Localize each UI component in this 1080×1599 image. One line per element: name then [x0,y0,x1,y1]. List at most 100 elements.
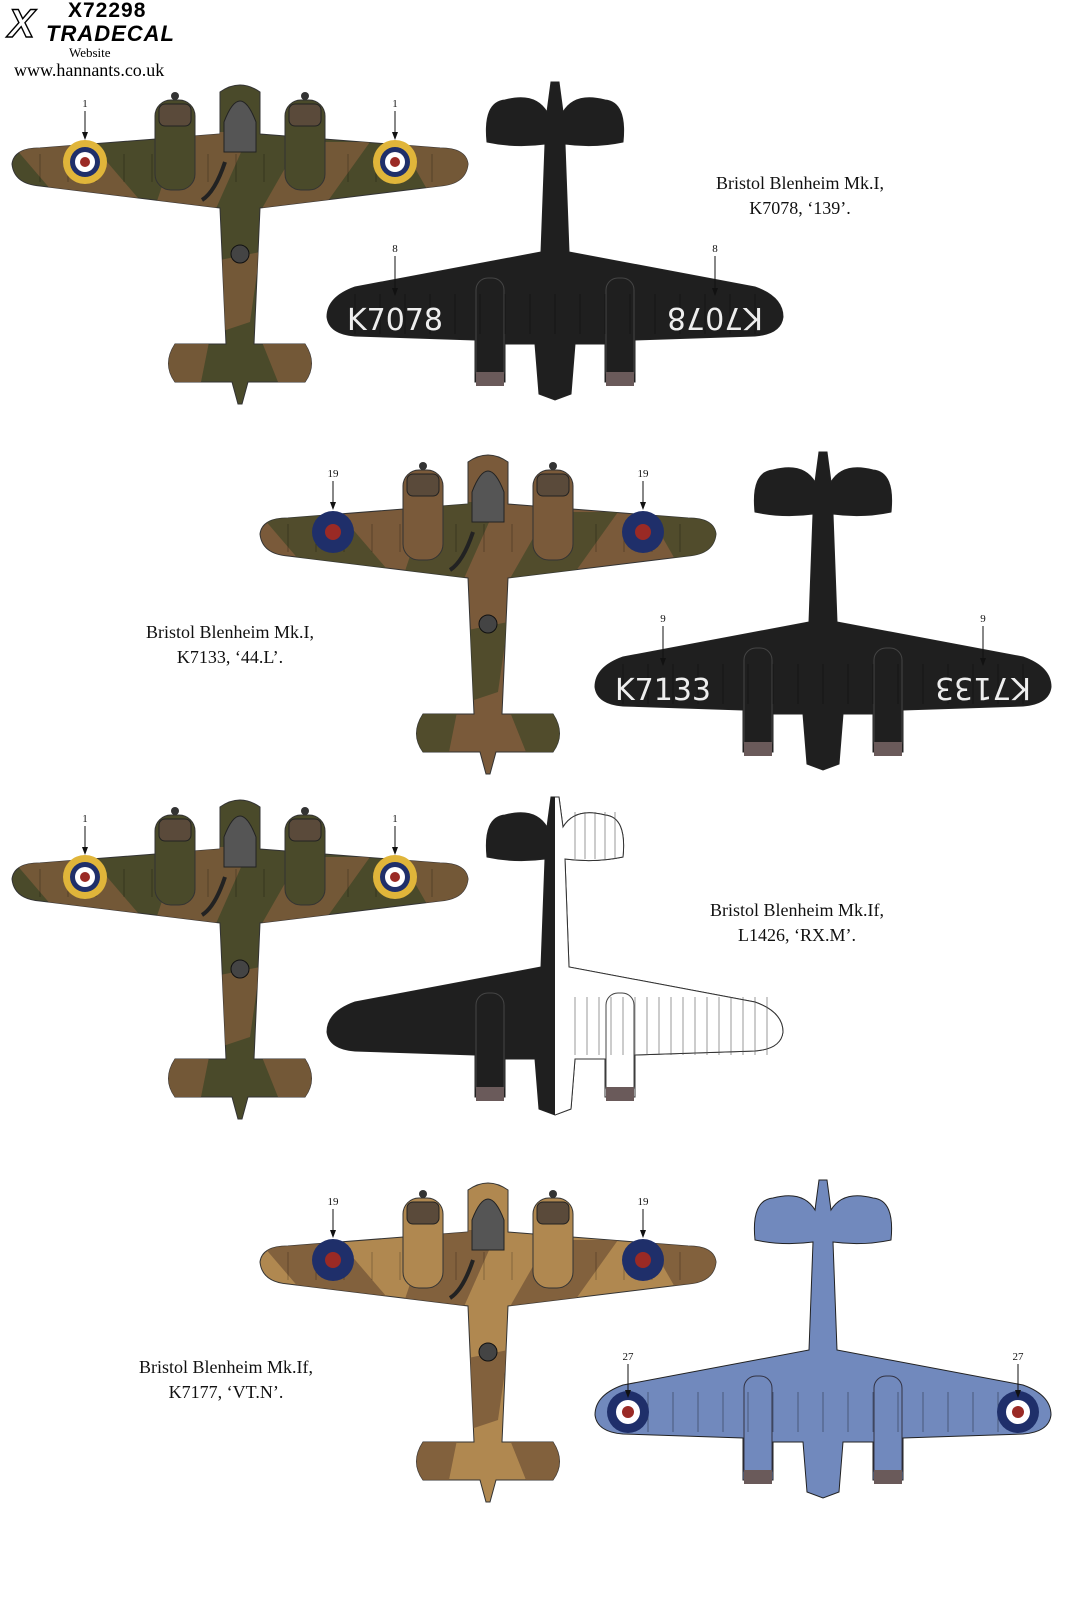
caption-line: Bristol Blenheim Mk.I, [716,173,884,193]
engine-cowling [744,1470,772,1484]
engine-cowling [476,372,504,386]
website-label: Website [69,45,111,60]
roundel-red-centre [1012,1406,1024,1418]
caption-line: Bristol Blenheim Mk.I, [146,622,314,642]
turret [230,244,250,264]
lower-surface-view: K7133 K7133 9 9 [594,451,1052,771]
caption-line: Bristol Blenheim Mk.If, [139,1357,313,1377]
decal-number-label: 8 [392,243,398,255]
serial-right-wing: K7078 [667,300,763,335]
logo-initial: X [7,2,35,46]
pointer-arrow-head [980,658,986,666]
serial-right-wing: K7133 [935,670,1031,705]
decal-number-label: 1 [392,813,398,825]
decal-number-label: 19 [638,468,650,480]
pointer-arrow-head [1015,1390,1021,1398]
decal-number-label: 8 [712,243,718,255]
turret [478,614,498,634]
camouflage-patch [260,1052,320,1102]
caption-line: L1426, ‘RX.M’. [738,925,856,945]
pointer-arrow-head [82,847,88,855]
decal-number-label: 1 [82,98,88,110]
engine-cowling [476,1087,504,1101]
camouflage-patch [508,707,568,757]
engine-cowling [744,742,772,756]
pointer-arrow-head [392,847,398,855]
roundel-red-centre [325,1252,341,1268]
roundel-red-centre [635,524,651,540]
airframe-underside [594,451,1052,771]
camouflage-patch [260,337,320,387]
roundel-red-centre [325,524,341,540]
engine-cowling [406,1201,440,1225]
header-logo: X X72298 TRADECAL [7,0,208,46]
propeller-spinner [171,92,179,100]
engine-cowling [536,1201,570,1225]
roundel-red-centre [80,157,90,167]
engine-cowling [606,1087,634,1101]
product-code: X72298 [68,0,147,22]
exhaust-stain [200,161,227,202]
caption-scheme-4: Bristol Blenheim Mk.If, K7177, ‘VT.N’. [126,1355,326,1405]
caption-line: K7078, ‘139’. [749,198,851,218]
pointer-arrow-head [330,502,336,510]
engine-cowling [874,742,902,756]
propeller-spinner [549,462,557,470]
cockpit-canopy [471,1198,505,1251]
decal-number-label: 9 [980,613,986,625]
decal-number-label: 9 [660,613,666,625]
camouflage-patch [408,1435,458,1485]
engine-cowling [288,103,322,127]
pointer-arrow-head [640,1230,646,1238]
roundel-red-centre [80,872,90,882]
decal-number-label: 27 [1013,1351,1025,1363]
decal-number-label: 19 [638,1196,650,1208]
pointer-arrow-head [82,132,88,140]
turret [478,1342,498,1362]
caption-scheme-2: Bristol Blenheim Mk.I, K7133, ‘44.L’. [130,620,330,670]
decal-number-label: 19 [328,468,340,480]
panel-lines [574,812,768,1055]
decal-number-label: 1 [392,98,398,110]
airframe-underside [594,1179,1052,1499]
caption-line: K7133, ‘44.L’. [176,647,284,667]
cockpit-canopy [223,815,257,868]
camouflage-patch [160,337,210,387]
cockpit-canopy [223,100,257,153]
engine-cowling [406,473,440,497]
engine-cowling [536,473,570,497]
camouflage [260,502,716,757]
website-url[interactable]: www.hannants.co.uk [14,60,165,80]
roundel-red-centre [622,1406,634,1418]
camouflage-patch [508,1435,568,1485]
brand-name: TRADECAL [46,21,175,46]
unpainted-half [555,796,784,1116]
cockpit-canopy [471,470,505,523]
decal-number-label: 19 [328,1196,340,1208]
caption-scheme-1: Bristol Blenheim Mk.I, K7078, ‘139’. [700,171,900,221]
roundel-red-centre [390,872,400,882]
exhaust-stain [200,876,227,917]
serial-left-wing: K7133 [615,673,711,708]
camouflage-patch [408,707,458,757]
turret [230,959,250,979]
engine-cowling [874,1470,902,1484]
lower-surface-view: 27 27 [594,1179,1052,1499]
propeller-spinner [301,92,309,100]
serial-left-wing: K7078 [347,303,443,338]
engine-cowling [158,818,192,842]
pointer-arrow-head [392,132,398,140]
decal-number-label: 27 [623,1351,635,1363]
airframe-underside [326,81,784,401]
engine-cowling [288,818,322,842]
caption-line: Bristol Blenheim Mk.If, [710,900,884,920]
pointer-arrow-head [392,288,398,296]
roundel-red-centre [635,1252,651,1268]
exhaust-stain [448,531,475,572]
propeller-spinner [419,1190,427,1198]
decal-number-label: 1 [82,813,88,825]
propeller-spinner [549,1190,557,1198]
pointer-arrow-head [660,658,666,666]
